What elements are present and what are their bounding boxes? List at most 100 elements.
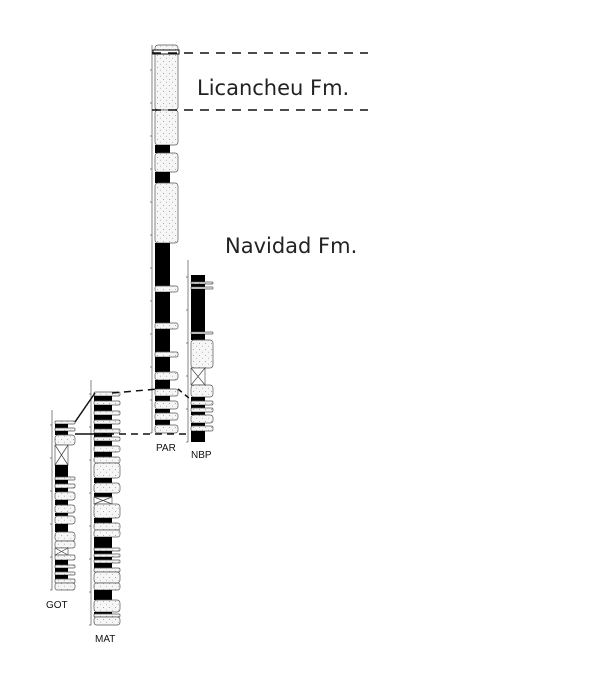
mudstone-bed xyxy=(55,575,68,579)
correlation-got-mat-upper xyxy=(74,392,96,423)
sandstone-bed xyxy=(54,564,76,569)
mudstone-bed xyxy=(155,357,170,372)
column-label-par: PAR xyxy=(156,443,176,454)
sandstone-bed xyxy=(93,599,121,613)
sandstone-bed xyxy=(154,322,179,330)
sandstone-bed xyxy=(93,613,121,618)
sandstone-bed xyxy=(93,547,121,552)
sandstone-bed xyxy=(54,578,76,584)
mudstone-bed xyxy=(191,405,205,408)
mudstone-bed xyxy=(55,424,68,428)
sandstone-bed xyxy=(154,400,179,410)
correlation-upper-par-nbp xyxy=(177,388,191,400)
mudstone-bed xyxy=(94,415,112,420)
mudstone-bed xyxy=(94,612,112,614)
sandstone-bed xyxy=(190,384,214,398)
sandstone-bed xyxy=(54,582,76,591)
sandstone-bed xyxy=(190,407,214,413)
sandstone-bed xyxy=(154,182,179,244)
sandstone-bed xyxy=(93,582,121,591)
mudstone-bed xyxy=(55,488,68,492)
sandstone-bed xyxy=(54,491,76,501)
sandstone-bed xyxy=(154,44,179,111)
mudstone-bed xyxy=(55,480,68,484)
sandstone-bed xyxy=(93,571,121,584)
sandstone-bed xyxy=(93,400,121,406)
sandstone-bed xyxy=(154,412,179,421)
mudstone-bed xyxy=(155,145,170,153)
sandstone-bed xyxy=(93,456,121,464)
sandstone-bed xyxy=(54,427,76,432)
mudstone-bed xyxy=(55,560,68,565)
sandstone-bed xyxy=(154,285,179,293)
sandstone-bed xyxy=(93,462,121,479)
sandstone-bed xyxy=(93,482,121,494)
mudstone-bed xyxy=(94,478,112,483)
sandstone-bed xyxy=(54,554,76,561)
mudstone-bed xyxy=(55,513,68,516)
sandstone-bed xyxy=(154,424,179,434)
correlation-lines xyxy=(74,52,368,435)
correlation-upper-mat-par xyxy=(111,388,159,394)
sandstone-bed xyxy=(154,152,179,173)
covered-interval xyxy=(93,496,113,505)
sandstone-bed xyxy=(93,419,121,425)
conglomerate-bed xyxy=(152,49,180,55)
mudstone-bed xyxy=(94,493,112,497)
column-label-mat: MAT xyxy=(95,634,115,645)
mudstone-bed xyxy=(155,396,170,401)
mudstone-bed xyxy=(191,275,205,282)
sandstone-bed xyxy=(190,425,214,432)
sandstone-bed xyxy=(93,436,121,442)
sandstone-bed xyxy=(93,567,121,573)
mudstone-bed xyxy=(94,396,112,401)
sandstone-bed xyxy=(190,414,214,424)
mudstone-bed xyxy=(94,537,112,548)
sandstone-bed xyxy=(154,388,179,397)
mudstone-bed xyxy=(191,397,205,401)
sandstone-bed xyxy=(54,504,76,514)
mudstone-bed xyxy=(94,441,112,446)
mudstone-bed xyxy=(155,329,170,352)
stratigraphic-column-got xyxy=(50,410,76,591)
sandstone-bed xyxy=(54,476,76,481)
sandstone-bed xyxy=(54,483,76,489)
sandstone-bed xyxy=(93,503,121,519)
sandstone-bed xyxy=(93,428,121,434)
sandstone-bed xyxy=(54,420,76,425)
mudstone-bed xyxy=(55,524,68,532)
stratigraphic-column-mat xyxy=(89,380,121,626)
formation-label-licancheu: Licancheu Fm. xyxy=(197,76,349,100)
mudstone-bed xyxy=(55,465,68,477)
mudstone-bed xyxy=(191,412,205,415)
sandstone-bed xyxy=(154,351,179,358)
covered-interval xyxy=(190,367,206,386)
covered-interval xyxy=(54,444,69,466)
mudstone-bed xyxy=(94,563,112,568)
sandstone-bed xyxy=(190,339,214,369)
mudstone-bed xyxy=(155,380,170,389)
sandstone-bed xyxy=(54,515,76,525)
mudstone-bed xyxy=(55,568,68,572)
mudstone-bed xyxy=(155,243,170,286)
mudstone-bed xyxy=(191,423,205,426)
sandstone-bed xyxy=(190,281,214,285)
mudstone-bed xyxy=(94,590,112,600)
mudstone-bed xyxy=(94,405,112,411)
mudstone-bed xyxy=(155,420,170,425)
sandstone-bed xyxy=(190,331,214,335)
stratigraphic-column-par xyxy=(150,44,179,434)
mudstone-bed xyxy=(55,431,68,435)
column-label-got: GOT xyxy=(46,600,68,611)
mudstone-bed xyxy=(155,172,170,183)
stratigraphic-column-nbp xyxy=(186,260,214,443)
formation-label-navidad: Navidad Fm. xyxy=(225,234,357,258)
sandstone-bed xyxy=(93,522,121,531)
mudstone-bed xyxy=(191,284,205,287)
covered-interval xyxy=(54,547,69,556)
sandstone-bed xyxy=(93,559,121,564)
mudstone-bed xyxy=(94,452,112,457)
mudstone-bed xyxy=(94,518,112,523)
mudstone-bed xyxy=(55,500,68,505)
